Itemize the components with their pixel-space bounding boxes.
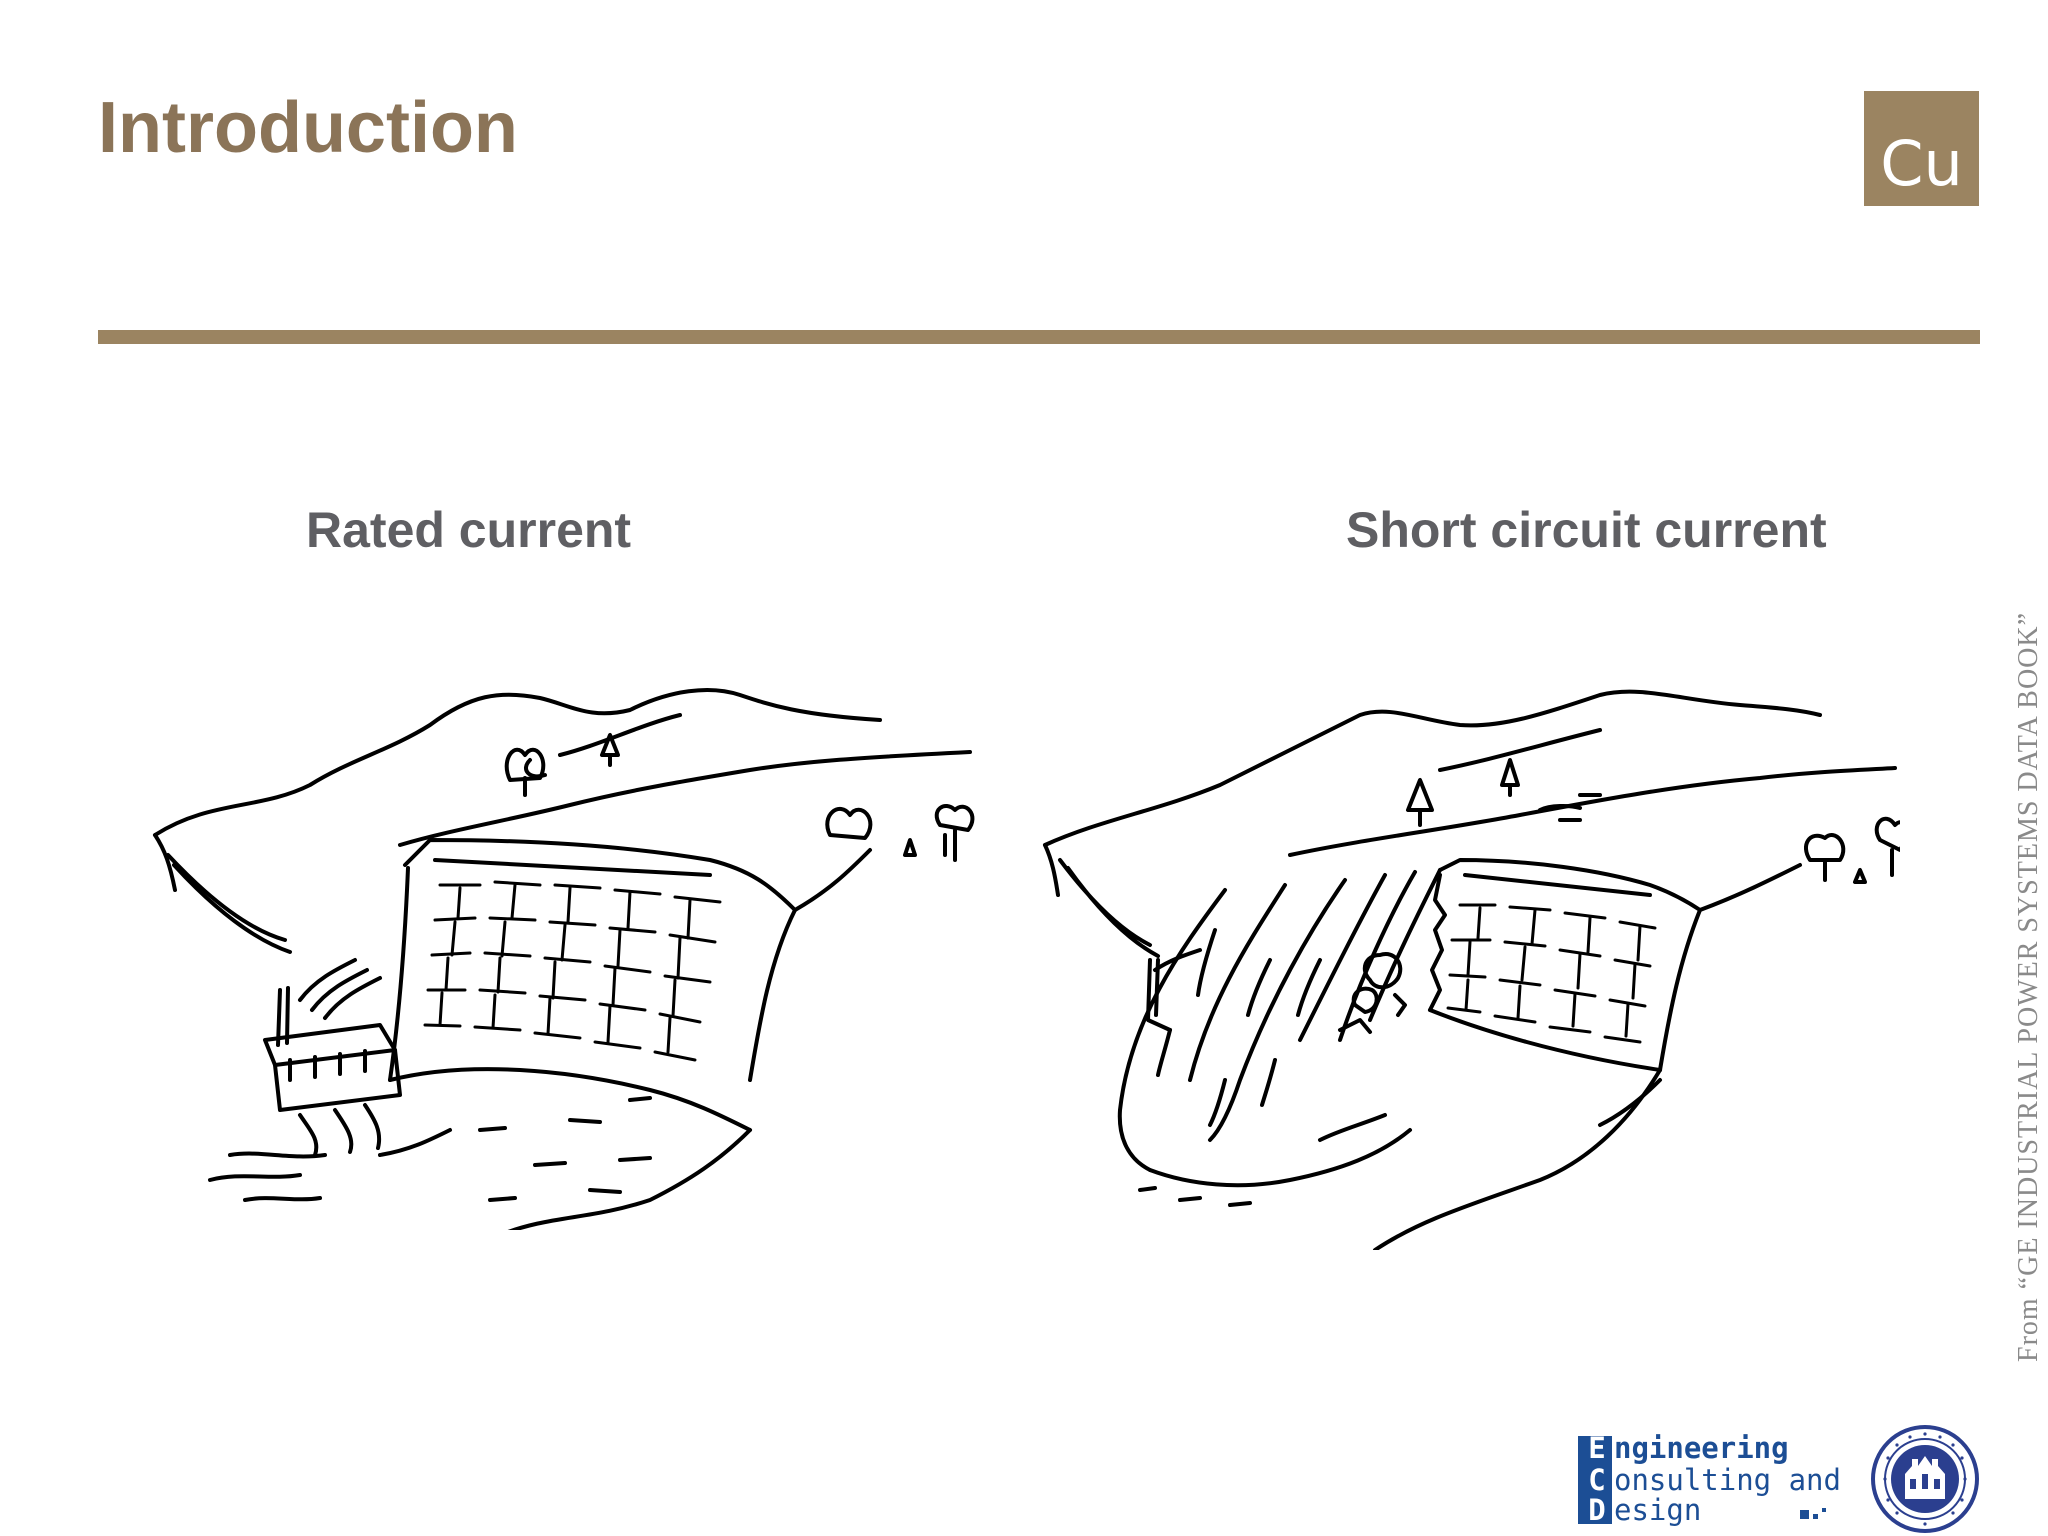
intact-dam-illustration xyxy=(153,688,975,1230)
ecd-logo-bar xyxy=(1578,1436,1612,1524)
caption-short-circuit-current: Short circuit current xyxy=(1346,502,1827,558)
title-divider xyxy=(98,330,1980,344)
source-credit: From “GE INDUSTRIAL POWER SYSTEMS DATA B… xyxy=(2013,611,2044,1362)
university-seal-icon xyxy=(1871,1425,1979,1533)
slide-title: Introduction xyxy=(98,88,518,168)
ecd-logo-dots-icon xyxy=(1800,1508,1826,1519)
ecd-logo-text-engineering: ngineering xyxy=(1614,1431,1789,1465)
caption-rated-current: Rated current xyxy=(306,502,632,558)
ecd-logo-cap-e: E xyxy=(1588,1431,1606,1465)
ecd-logo-cap-c: C xyxy=(1588,1463,1606,1497)
ecd-logo-cap-d: D xyxy=(1588,1493,1606,1527)
bursting-dam-illustration xyxy=(1043,689,1900,1250)
ecd-logo-text-consulting: onsulting and xyxy=(1614,1463,1841,1497)
cu-badge: Cu xyxy=(1864,91,1979,206)
cu-badge-label: Cu xyxy=(1880,127,1963,200)
ecd-logo-text-design: esign xyxy=(1614,1493,1702,1527)
